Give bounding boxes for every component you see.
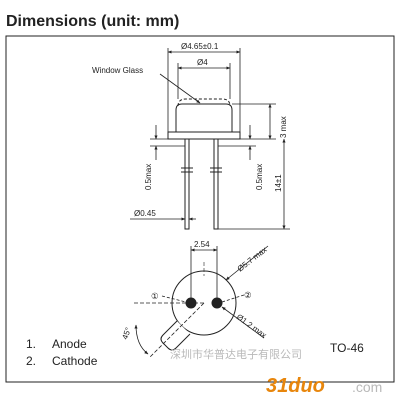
pin-2 <box>211 297 223 309</box>
window-glass-outline <box>177 98 231 107</box>
tab-angle-label: 45° <box>120 326 133 340</box>
left-offset-label: 0.5max <box>144 164 153 190</box>
window-glass-leader <box>159 73 201 104</box>
orientation-tab <box>160 320 191 351</box>
outer-diameter-dimension <box>167 48 241 132</box>
cap-height-label: 3 max <box>279 116 288 138</box>
legend-item-2-label: Cathode <box>52 354 98 368</box>
legend-item-2-number: 2. <box>26 354 36 368</box>
watermark: 深圳市华普达电子有限公司 31duo .com <box>170 347 382 397</box>
watermark-company: 深圳市华普达电子有限公司 <box>170 347 302 361</box>
lead-right <box>213 138 219 230</box>
pin-2-leader <box>221 294 245 303</box>
cap-height-dimension <box>232 103 276 140</box>
lead-length-dimension <box>218 138 290 230</box>
legend-item-1-label: Anode <box>52 337 87 351</box>
watermark-domain: .com <box>352 379 382 395</box>
lead-length-label: 14±1 <box>274 174 283 192</box>
pin-diameter-label: Ø1.2 max <box>235 312 268 340</box>
package-label: TO-46 <box>330 341 364 355</box>
side-view <box>167 98 241 230</box>
legend-item-1-number: 1. <box>26 337 36 351</box>
window-glass-label: Window Glass <box>92 66 143 75</box>
drawing-frame <box>5 35 395 383</box>
watermark-brand: 31duo <box>266 375 325 397</box>
pin-1-leader <box>161 295 187 303</box>
pin-diameter-leader <box>221 306 265 339</box>
pin-legend: 1. Anode 2. Cathode <box>26 337 98 368</box>
pin-2-marker: ② <box>244 290 252 300</box>
pin-spacing-dimension <box>190 246 218 298</box>
lead-left <box>184 138 190 230</box>
flange-diameter-label: Ø5.7 max <box>236 245 269 273</box>
flange-diameter-leader <box>225 245 269 281</box>
cap-body <box>175 103 233 133</box>
drawing-title: Dimensions (unit: mm) <box>6 13 179 30</box>
window-diameter-label: Ø4 <box>197 58 208 67</box>
bottom-view <box>160 262 237 351</box>
right-offset-dimension <box>218 125 256 160</box>
pin-spacing-label: 2.54 <box>194 240 210 249</box>
outer-diameter-label: Ø4.65±0.1 <box>181 42 219 51</box>
pin-1-marker: ① <box>151 291 159 301</box>
right-offset-label: 0.5max <box>255 164 264 190</box>
lead-diameter-label: Ø0.45 <box>134 209 156 218</box>
left-offset-dimension <box>150 125 185 160</box>
flange <box>167 131 241 140</box>
tab-angle-dimension <box>132 302 205 358</box>
window-diameter-dimension <box>177 63 231 99</box>
